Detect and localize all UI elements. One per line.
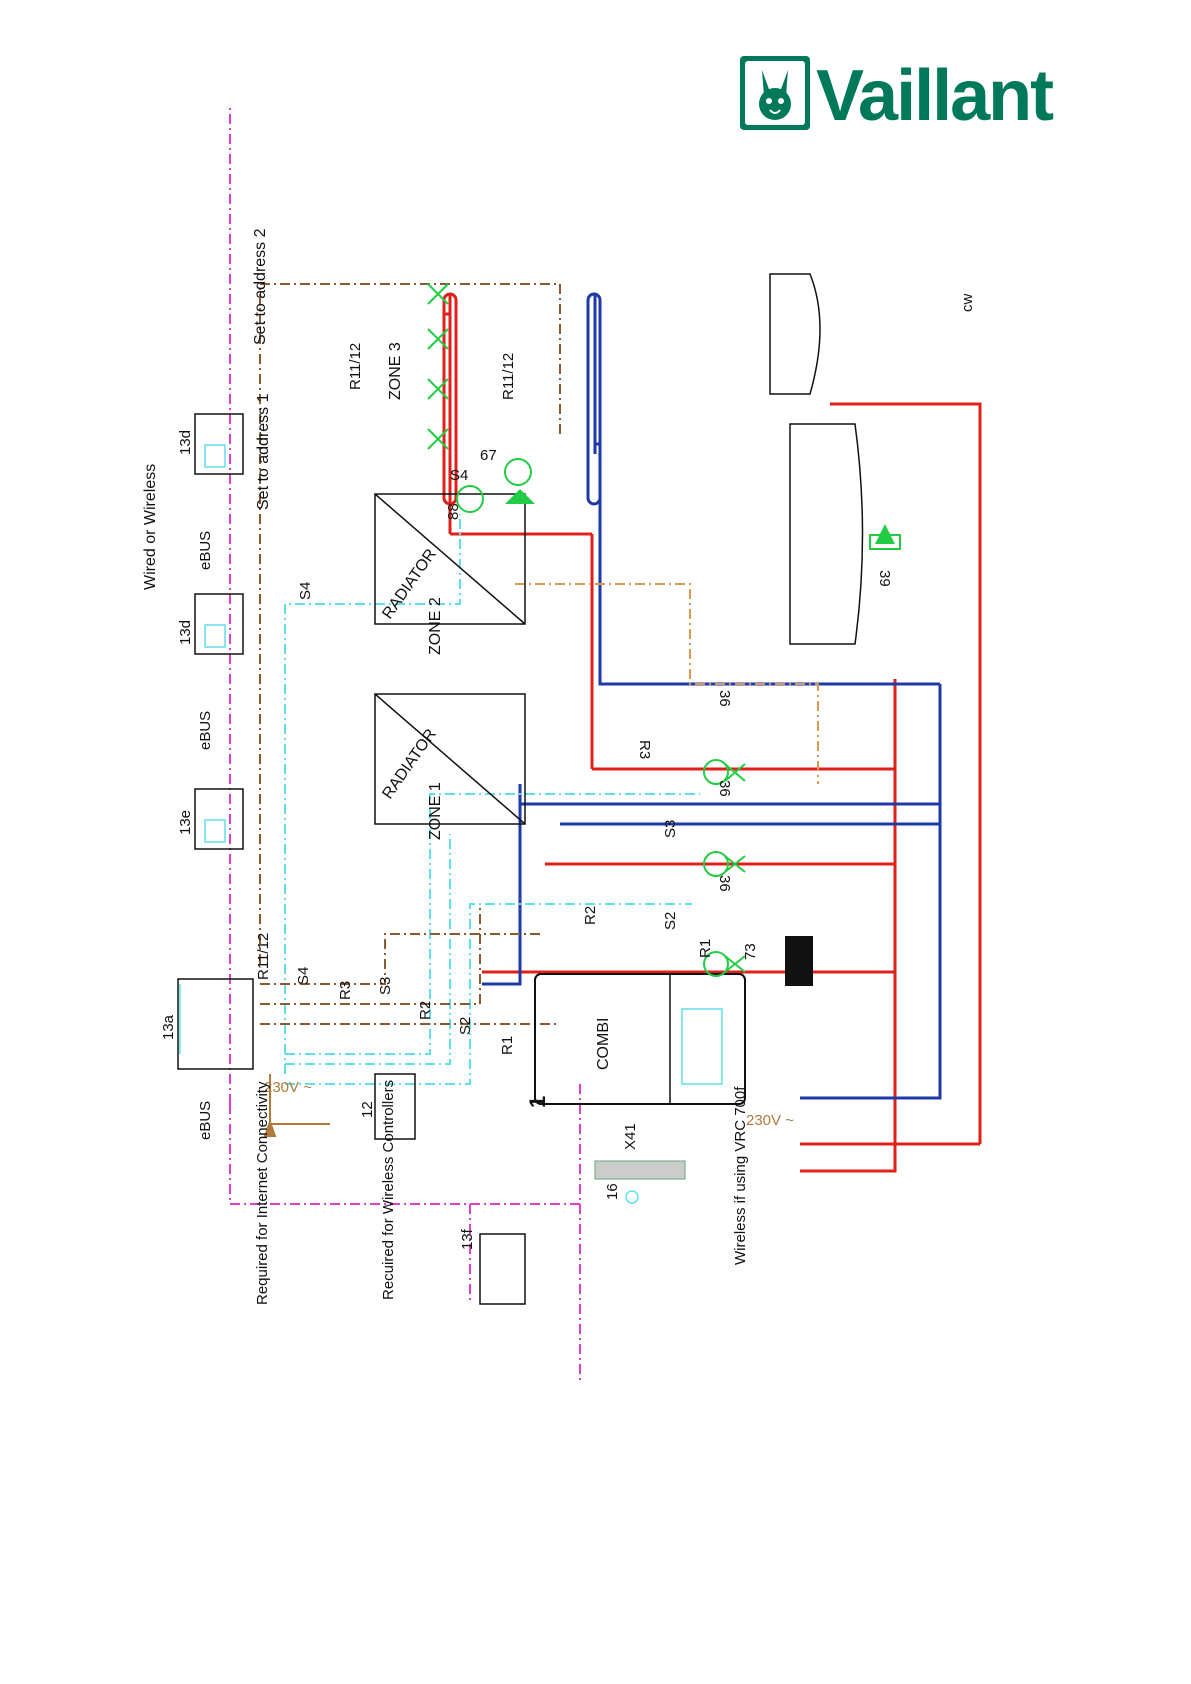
label-zone3: ZONE 3 <box>387 342 404 400</box>
label-wired-wireless: Wired or Wireless <box>142 464 159 590</box>
label-x41: X41 <box>622 1123 639 1150</box>
thermostat-13e <box>194 788 244 850</box>
label-73: 73 <box>742 943 759 960</box>
wireless-receiver-13f <box>479 1233 526 1305</box>
label-s4-sensor: S4 <box>450 467 468 484</box>
logo-wordmark: Vaillant <box>816 56 1054 134</box>
label-16: 16 <box>604 1183 621 1200</box>
wall-bracket <box>594 1160 686 1180</box>
label-36-boiler: 36 <box>716 875 733 892</box>
label-mains-2: 230V ~ <box>746 1112 794 1129</box>
zone3-control-line <box>515 583 819 784</box>
label-r2-junction: R2 <box>582 906 599 925</box>
label-cw: cw <box>959 294 976 313</box>
internet-gateway-12 <box>374 1073 416 1140</box>
label-set-address-2: Set to address 2 <box>252 228 269 345</box>
boiler-control-panel <box>681 1008 723 1085</box>
label-zone2: ZONE 2 <box>427 597 444 655</box>
label-zone1: ZONE 1 <box>427 782 444 840</box>
label-s4-line: S4 <box>297 582 314 600</box>
label-r3-valve: R3 <box>636 740 653 759</box>
zone3-valve-icons <box>427 283 449 450</box>
label-set-address-1: Set to address 1 <box>255 393 272 510</box>
return-pipes <box>482 294 942 1100</box>
hare-face-icon <box>759 88 791 120</box>
label-r3-left: R3 <box>337 981 354 1000</box>
label-67: 67 <box>480 447 497 464</box>
label-1: 1 <box>525 1096 550 1108</box>
label-88: 88 <box>445 503 462 520</box>
label-r1-junction: R1 <box>697 939 714 958</box>
combi-boiler <box>534 973 746 1105</box>
label-s3-left: S3 <box>377 977 394 995</box>
brown-control-lines <box>259 283 561 1025</box>
motor-valve-67 <box>504 458 532 486</box>
label-13d-1: 13d <box>177 620 194 645</box>
label-13d-2: 13d <box>177 430 194 455</box>
basin-outline <box>769 273 821 395</box>
label-required-wireless: Recuired for Wireless Controllers <box>380 1080 397 1300</box>
label-r11-12-zone3: R11/12 <box>500 353 517 400</box>
label-13a: 13a <box>160 1014 177 1040</box>
mains-feeds <box>263 1074 330 1137</box>
label-r11-12-left: R11/12 <box>255 933 272 980</box>
label-ebus-2: eBUS <box>197 711 214 750</box>
label-36-zone2: 36 <box>716 690 733 707</box>
label-12: 12 <box>359 1101 376 1118</box>
outdoor-sensor-73 <box>785 936 813 986</box>
controller-13a <box>177 978 254 1070</box>
ebus-line <box>229 104 581 1384</box>
radiator-zone2 <box>374 493 526 625</box>
antenna-16-icon <box>625 1190 639 1204</box>
label-13e: 13e <box>177 810 194 835</box>
thermostat-13d-1 <box>194 593 244 655</box>
label-combi: COMBI <box>595 1018 612 1070</box>
label-s2-left: S2 <box>457 1017 474 1035</box>
label-r1-left: R1 <box>499 1036 516 1055</box>
label-39: 39 <box>876 570 893 587</box>
label-r11-12-top: R11/12 <box>347 343 364 390</box>
valve-67-body-icon <box>505 489 535 504</box>
label-s2-sensor: S2 <box>662 912 679 930</box>
labels: Wired or Wireless Set to address 2 Set t… <box>142 228 976 1305</box>
zone3-flow-manifold <box>442 292 458 506</box>
zone-valve-icons <box>703 759 746 977</box>
pump-88 <box>456 485 484 513</box>
label-r2-left: R2 <box>417 1001 434 1020</box>
label-s4-left: S4 <box>295 967 312 985</box>
label-ebus-1: eBUS <box>197 531 214 570</box>
thermostat-13d-2 <box>194 413 244 475</box>
label-mains-1: 230V ~ <box>264 1079 312 1096</box>
label-ebus-3: eBUS <box>197 1101 214 1140</box>
label-wireless-if-using: Wireless if using VRC 700f <box>732 1086 749 1265</box>
bath-outline <box>789 423 864 645</box>
label-required-internet: Required for Internet Connectivity <box>254 1081 271 1305</box>
label-36-zone1: 36 <box>716 780 733 797</box>
sensor-lines <box>284 514 700 1085</box>
label-s3-sensor: S3 <box>662 820 679 838</box>
zone3-return-manifold <box>586 292 602 506</box>
vaillant-logo: Vaillant <box>740 56 1056 134</box>
radiator-zone1 <box>374 693 526 825</box>
label-13f: 13f <box>459 1228 476 1250</box>
